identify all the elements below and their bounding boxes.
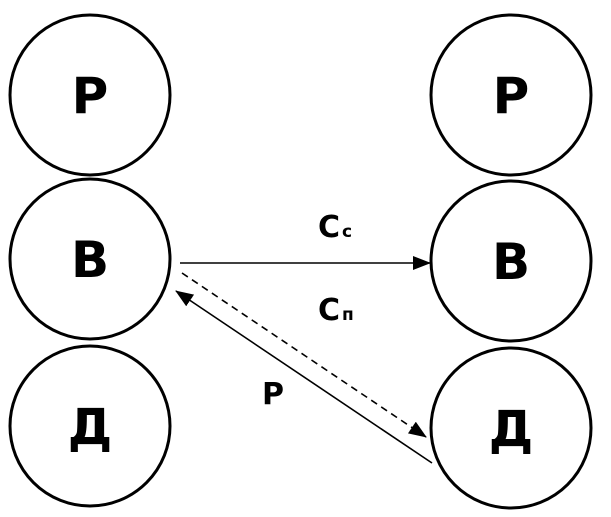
arrow-cp-sub: п xyxy=(342,305,354,325)
arrow-cc-main: С xyxy=(318,210,340,245)
left-node-bottom-circle xyxy=(8,344,172,508)
right-node-top-label: Р xyxy=(493,67,530,125)
arrow-r-label: Р xyxy=(262,377,284,412)
left-node-bottom: Д xyxy=(8,344,172,508)
arrow-cp-main: С xyxy=(318,293,340,328)
left-node-bottom-label: Д xyxy=(68,398,113,456)
arrow-r: Р xyxy=(175,290,433,464)
right-node-bottom-circle xyxy=(429,346,593,510)
left-node-top-label: Р xyxy=(72,67,109,125)
right-node-bottom: Д xyxy=(429,346,593,510)
arrow-cc-sub: с xyxy=(342,222,352,242)
left-node-top: Р xyxy=(8,13,172,177)
arrow-r-line xyxy=(175,290,433,464)
left-node-middle-circle xyxy=(8,177,172,341)
right-node-middle: В xyxy=(429,179,593,343)
right-node-middle-label: В xyxy=(492,233,530,291)
left-node-middle-label: В xyxy=(71,231,109,289)
right-column: Р В Д xyxy=(429,13,593,510)
arrow-cp-line xyxy=(181,272,427,438)
right-node-middle-circle xyxy=(429,179,593,343)
right-node-bottom-label: Д xyxy=(489,400,534,458)
left-column: Р В Д xyxy=(8,13,172,508)
left-node-top-circle xyxy=(8,13,172,177)
right-node-top-circle xyxy=(429,13,593,177)
left-node-middle: В xyxy=(8,177,172,341)
right-node-top: Р xyxy=(429,13,593,177)
